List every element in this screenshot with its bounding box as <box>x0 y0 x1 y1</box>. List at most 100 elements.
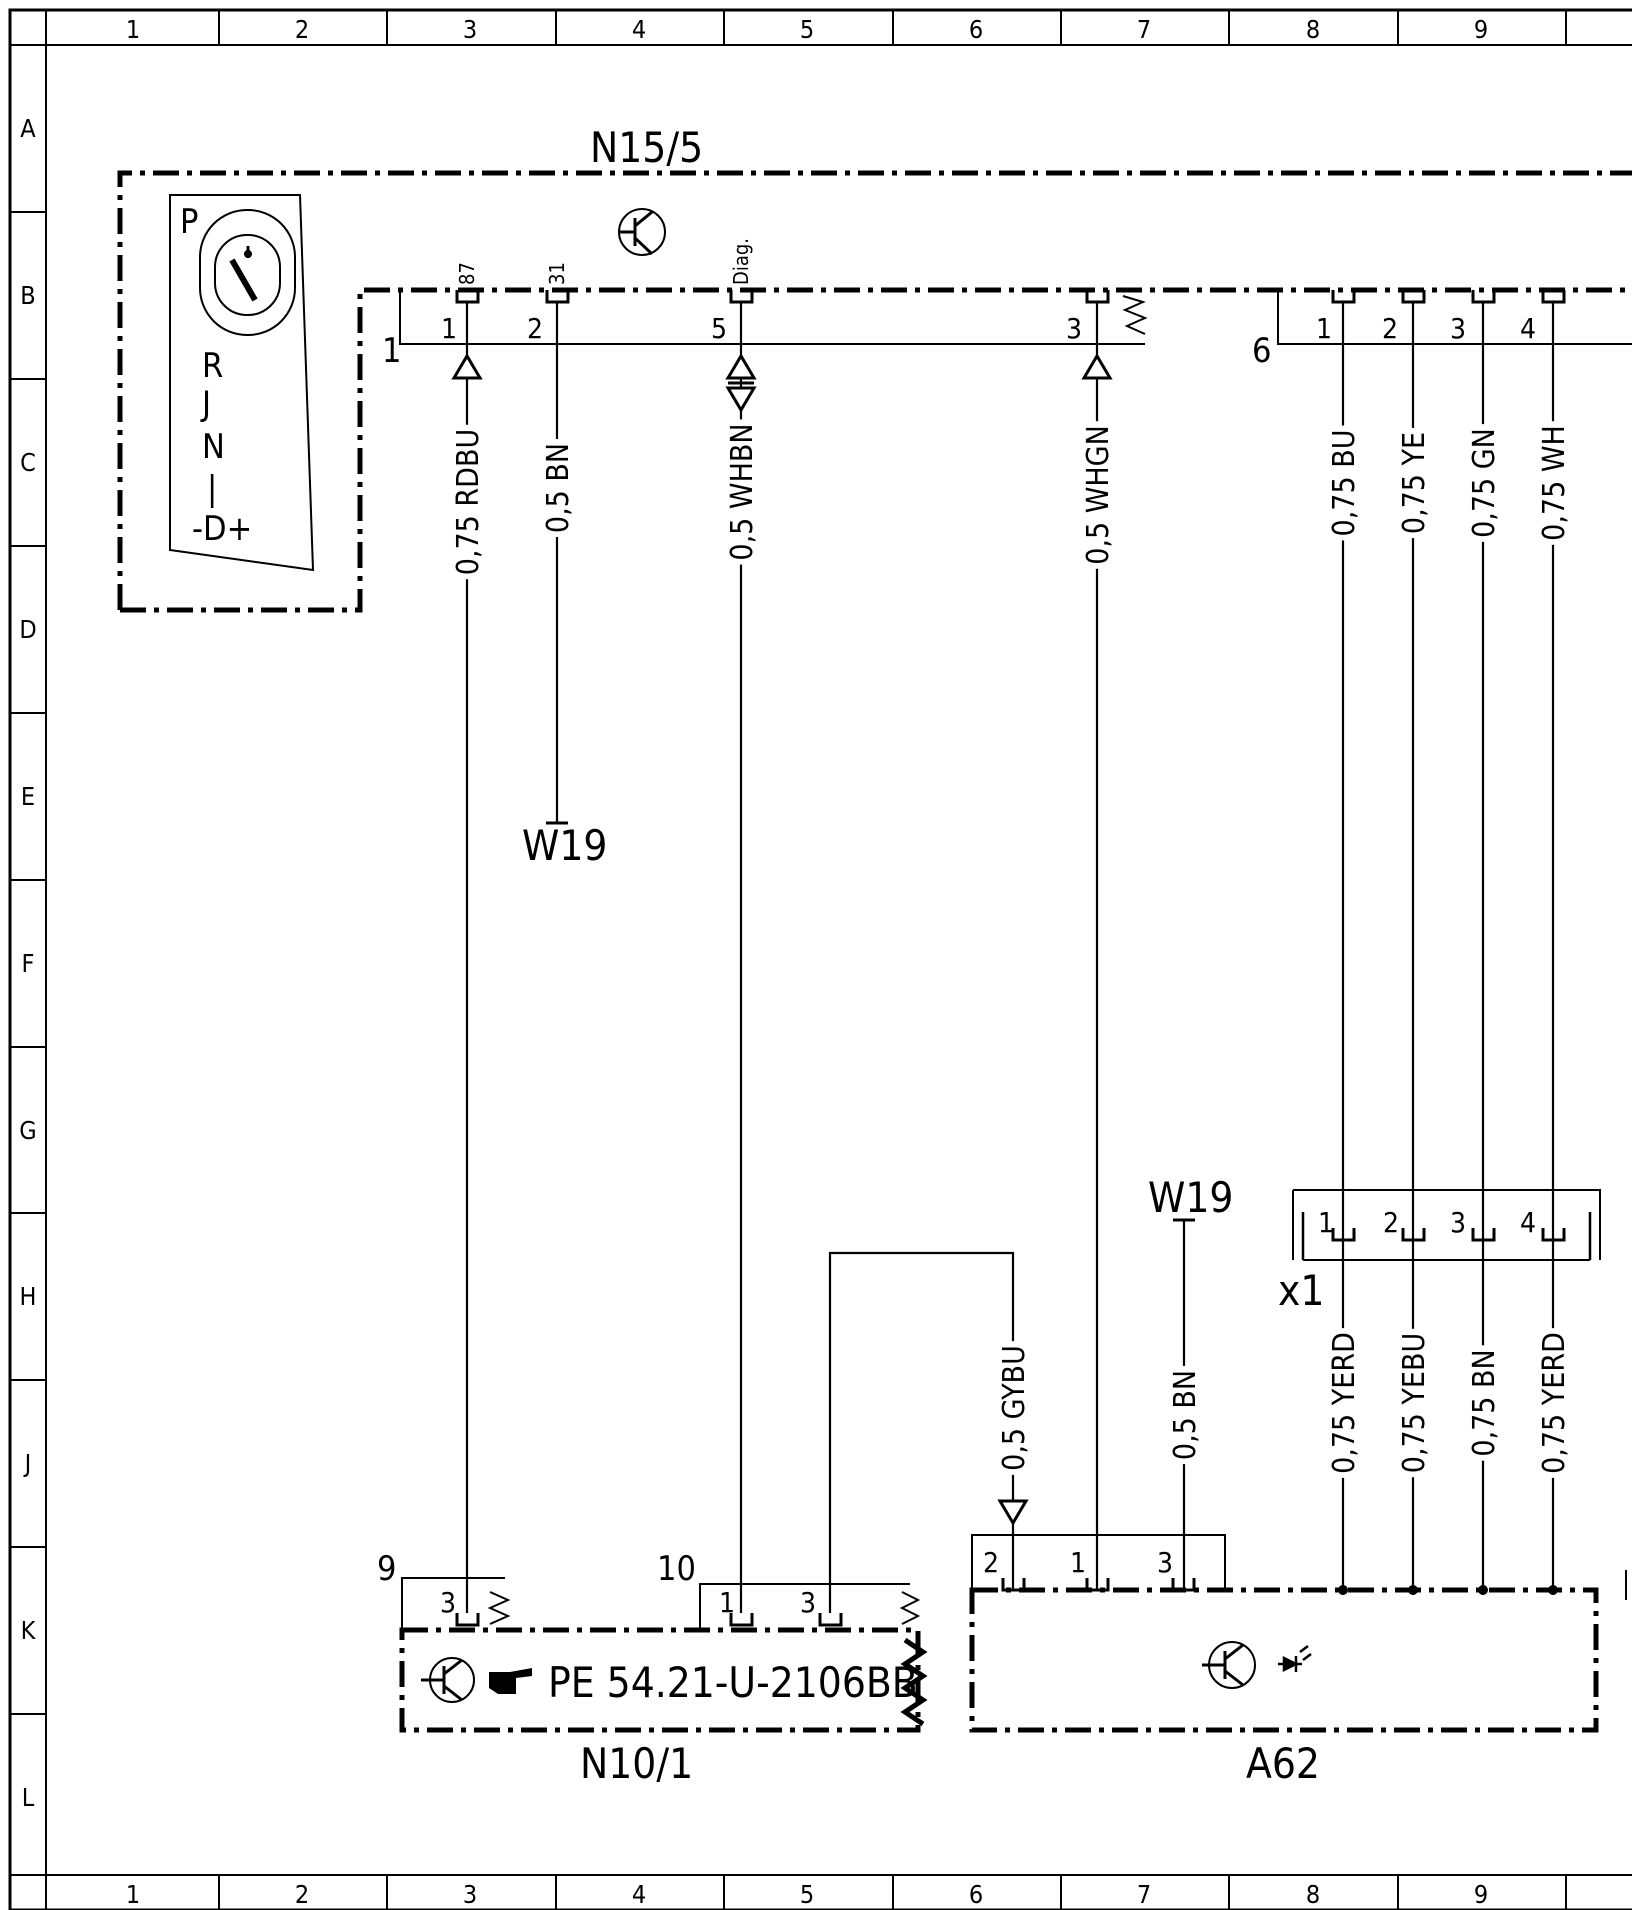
wire-label-knockout <box>723 419 762 565</box>
selector-module-n15-5: N15/5 P R J N | -D+ 1 <box>117 123 1632 613</box>
col-8-top: 8 <box>1306 15 1320 44</box>
row-labels: A B C D E F G H J K L <box>19 114 36 1812</box>
wire-label-knockout <box>1535 1328 1574 1478</box>
pin-r-3: 3 <box>1450 312 1466 345</box>
col-8-bottom: 8 <box>1306 1880 1320 1909</box>
wire-label-knockout <box>1395 427 1434 539</box>
led-icon <box>1278 1645 1312 1673</box>
terminal-87-label: 87 <box>455 262 479 285</box>
wire-label-ye: 0,75 YE <box>1397 432 1432 534</box>
arrow-whbn-up-icon <box>725 353 757 380</box>
col-1-bottom: 1 <box>126 1880 140 1909</box>
wire-label-knockout <box>1325 425 1364 541</box>
connector-1-label: 1 <box>382 331 401 371</box>
transistor-icon <box>618 208 666 256</box>
connector-6-strip <box>1277 292 1632 345</box>
row-g: G <box>19 1116 36 1145</box>
row-f: F <box>22 949 35 978</box>
pin-r-4: 4 <box>1520 312 1536 345</box>
wire-label-knockout <box>1465 424 1504 542</box>
pin-top-5: 5 <box>711 312 727 345</box>
gear-p-label: P <box>180 202 198 242</box>
row-h: H <box>20 1282 37 1311</box>
a62-pin-3: 3 <box>1157 1546 1173 1579</box>
wire-label-knockout <box>1395 1328 1434 1478</box>
row-l: L <box>22 1783 35 1812</box>
connector-9-label: 9 <box>377 1549 396 1589</box>
x1-pin-1: 1 <box>1318 1206 1334 1239</box>
wire-label-bn-2: 0,5 BN <box>1168 1370 1203 1460</box>
wire-labels: 0,75 RDBU 0,5 BN 0,5 WHBN 0,5 WHGN 0,75 … <box>451 423 1572 1473</box>
wire-label-knockout <box>1535 421 1574 545</box>
col-6-bottom: 6 <box>969 1880 983 1909</box>
wire-label-yebu: 0,75 YEBU <box>1397 1333 1432 1473</box>
a62-pin-2: 2 <box>983 1546 999 1579</box>
wire-label-yerd-2: 0,75 YERD <box>1537 1332 1572 1474</box>
connector-1-strip <box>399 292 1145 345</box>
wire-label-bn: 0,5 BN <box>541 443 576 533</box>
wire-label-bu: 0,75 BU <box>1327 430 1362 537</box>
gear-n-label: N <box>202 427 225 467</box>
col-9-bottom: 9 <box>1474 1880 1488 1909</box>
wire-label-knockout <box>995 1341 1034 1475</box>
row-j: J <box>23 1449 32 1478</box>
col-3-bottom: 3 <box>463 1880 477 1909</box>
col-9-top: 9 <box>1474 15 1488 44</box>
connector-10-strip <box>699 1583 910 1630</box>
x1-pin-4: 4 <box>1520 1206 1536 1239</box>
wire-label-knockout <box>1079 421 1118 569</box>
pin-top-1: 1 <box>441 312 457 345</box>
k10-pin-3: 3 <box>800 1586 816 1619</box>
wire-label-wh: 0,75 WH <box>1537 425 1572 541</box>
col-3-top: 3 <box>463 15 477 44</box>
col-2-top: 2 <box>295 15 309 44</box>
terminal-diag-label: Diag. <box>729 238 753 285</box>
gear-d-label: -D+ <box>192 509 252 549</box>
row-c: C <box>20 448 36 477</box>
column-labels: 1 2 3 4 5 6 7 8 9 1 2 3 4 5 6 7 8 9 <box>126 15 1488 1909</box>
break-zigzag <box>1122 295 1148 335</box>
n15-5-label: N15/5 <box>590 123 703 172</box>
wire-label-yerd-1: 0,75 YERD <box>1327 1332 1362 1474</box>
module-n10-1: 3 1 3 9 10 PE 54.21-U-2106BB N10/1 <box>377 1549 928 1788</box>
wire-label-knockout <box>539 438 578 538</box>
unit-a62: 2 1 3 A62 <box>969 1534 1599 1788</box>
col-4-top: 4 <box>632 15 646 44</box>
wire-label-bn-3: 0,75 BN <box>1467 1349 1502 1456</box>
pin-r-2: 2 <box>1382 312 1398 345</box>
col-6-top: 6 <box>969 15 983 44</box>
k10-pin-1: 1 <box>719 1586 735 1619</box>
top-pin-markers: 1 2 5 3 1 2 3 4 87 31 Diag. <box>441 238 1566 345</box>
col-5-bottom: 5 <box>800 1880 814 1909</box>
gear-selector-panel: P R J N | -D+ <box>169 194 315 572</box>
col-4-bottom: 4 <box>632 1880 646 1909</box>
a62-connector-strip <box>971 1534 1226 1590</box>
transistor-icon <box>1202 1641 1256 1689</box>
ground-w19-bottom: W19 <box>1148 1173 1233 1222</box>
col-5-top: 5 <box>800 15 814 44</box>
arrow-whbn-down-icon <box>725 386 757 413</box>
drawing-frame <box>8 8 1632 1910</box>
a62-pin-1: 1 <box>1070 1546 1086 1579</box>
wire-label-knockout <box>1465 1345 1504 1461</box>
x1-pin-2: 2 <box>1383 1206 1399 1239</box>
row-b: B <box>20 281 35 310</box>
wire-label-knockout <box>1166 1365 1205 1465</box>
arrow-rdbu-icon <box>451 353 483 380</box>
row-e: E <box>21 782 35 811</box>
col-2-bottom: 2 <box>295 1880 309 1909</box>
signal-arrow-icons <box>451 353 1113 1526</box>
wire-label-gybu: 0,5 GYBU <box>997 1345 1032 1471</box>
arrow-gybu-icon <box>997 1499 1029 1526</box>
wire-label-gn: 0,75 GN <box>1467 428 1502 538</box>
wire-label-whbn: 0,5 WHBN <box>725 423 760 560</box>
row-k: K <box>21 1616 37 1645</box>
hand-pointer-icon <box>489 1668 532 1694</box>
connector-10-label: 10 <box>657 1549 696 1589</box>
pin-top-3: 3 <box>1066 312 1082 345</box>
wire-label-knockout <box>449 424 488 580</box>
a62-label: A62 <box>1246 1739 1320 1788</box>
row-d: D <box>19 615 36 644</box>
col-7-bottom: 7 <box>1137 1880 1151 1909</box>
transistor-icon <box>421 1657 475 1703</box>
